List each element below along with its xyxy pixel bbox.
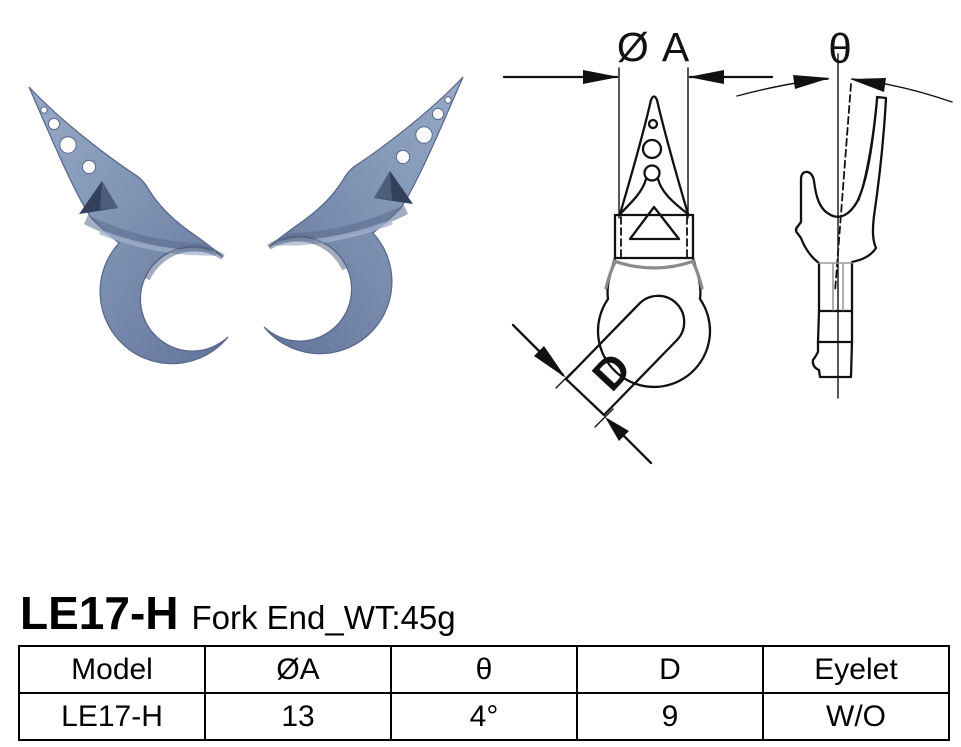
front-part-outline xyxy=(596,95,712,389)
model-code: LE17-H xyxy=(20,587,179,639)
cell-model: LE17-H xyxy=(18,692,206,741)
dim-a-label: Ø A xyxy=(617,24,691,70)
dim-theta: θ xyxy=(736,25,953,399)
dim-d xyxy=(511,323,653,465)
side-profile xyxy=(794,95,888,379)
dim-a: Ø A xyxy=(502,24,774,219)
part-photo-left xyxy=(28,86,229,365)
part-photo-right xyxy=(264,77,463,354)
col-header-d: D xyxy=(576,645,764,694)
cell-theta: 4° xyxy=(390,692,578,741)
col-header-eyelet: Eyelet xyxy=(762,645,950,694)
cell-a: 13 xyxy=(204,692,392,741)
spec-data-row: LE17-H 13 4° 9 W/O xyxy=(18,692,950,741)
side-view-drawing: θ xyxy=(736,25,953,399)
col-header-theta: θ xyxy=(390,645,578,694)
product-description: Fork End_WT:45g xyxy=(191,599,456,636)
cell-eyelet: W/O xyxy=(762,692,950,741)
dim-theta-label: θ xyxy=(828,25,851,72)
col-header-a: ØA xyxy=(204,645,392,694)
cell-d: 9 xyxy=(576,692,764,741)
slot: D xyxy=(564,294,686,417)
product-title: LE17-H Fork End_WT:45g xyxy=(20,586,456,640)
figure-canvas: Ø A xyxy=(28,24,953,465)
front-view-drawing: Ø A xyxy=(502,24,774,465)
col-header-model: Model xyxy=(18,645,206,694)
spec-table: Model ØA θ D Eyelet LE17-H 13 4° 9 W/O xyxy=(18,645,950,741)
spec-header-row: Model ØA θ D Eyelet xyxy=(18,645,950,694)
part-photos xyxy=(28,77,463,365)
